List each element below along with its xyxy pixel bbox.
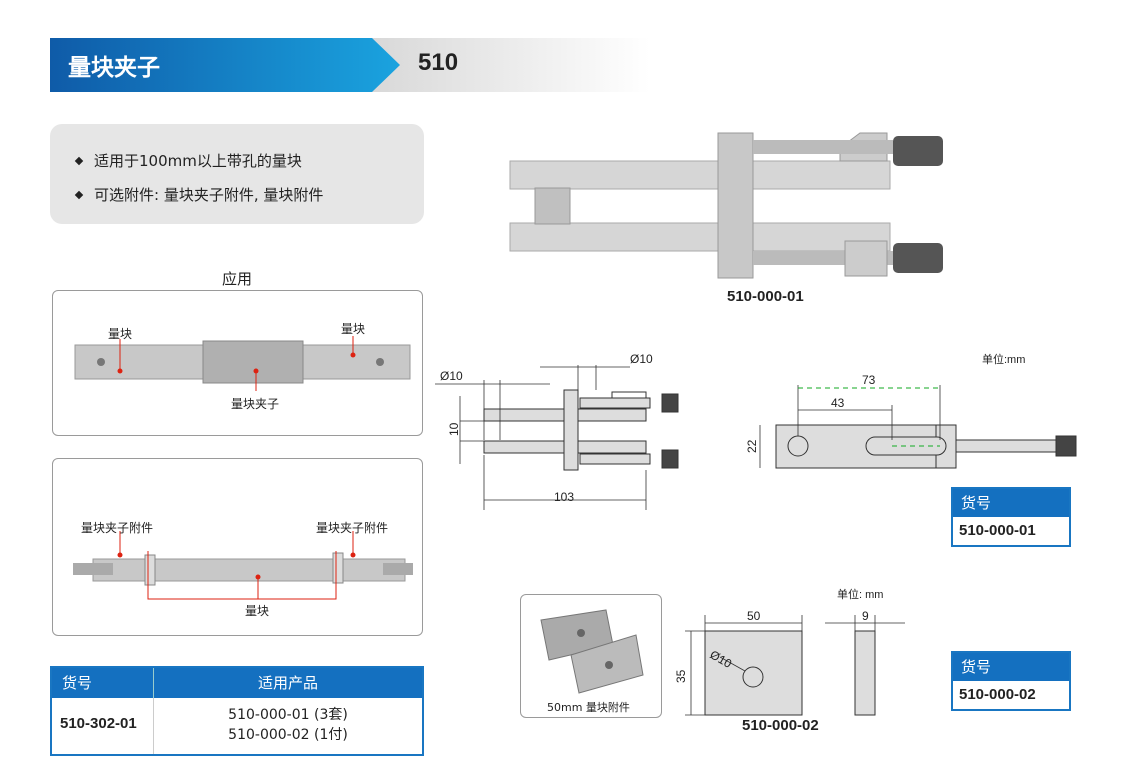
- feature-item: 可选附件: 量块夹子附件, 量块附件: [74, 178, 424, 212]
- dim-width: 50: [747, 609, 761, 623]
- product-caption: 510-000-02: [742, 717, 819, 734]
- dim-73: 73: [862, 373, 876, 387]
- product-510-000-01-drawing: Ø10 Ø10 10 103 73 43 22 单位:mm: [435, 352, 1077, 510]
- label-clamp-accessory: 量块夹子附件: [81, 521, 154, 535]
- application-title: 应用: [222, 270, 253, 288]
- label-gauge-block: 量块: [108, 327, 133, 341]
- accessory-table: 货号 适用产品 510-302-01 510-000-01 (3套) 510-0…: [50, 666, 424, 756]
- label-clamp: 量块夹子: [231, 397, 280, 411]
- dim-height: 35: [674, 669, 688, 683]
- col-header-products: 适用产品: [257, 674, 318, 692]
- gauge-block-clamp-photo: [74, 336, 411, 391]
- code-header: 货号: [953, 653, 1069, 681]
- feature-item: 适用于100mm以上带孔的量块: [74, 144, 424, 178]
- application-photo-1: 量块 量块 量块夹子: [52, 290, 423, 436]
- cell-product: 510-000-01 (3套): [228, 707, 348, 723]
- product-510-000-01-photo: [509, 132, 943, 279]
- features-box: 适用于100mm以上带孔的量块 可选附件: 量块夹子附件, 量块附件: [50, 124, 424, 224]
- dim-thickness: 9: [862, 609, 869, 623]
- dim-gap: 10: [447, 422, 461, 436]
- table-row: 510-302-01 510-000-01 (3套) 510-000-02 (1…: [52, 698, 422, 754]
- cell-product: 510-000-02 (1付): [228, 727, 348, 743]
- header-banner: [50, 38, 650, 92]
- product-code-table-1: 货号 510-000-01: [951, 487, 1071, 547]
- product-code-table-2: 货号 510-000-02: [951, 651, 1071, 711]
- accessory-photo-panel: 50mm 量块附件: [520, 594, 662, 718]
- application-photo-2: 量块夹子附件 量块夹子附件 量块: [52, 458, 423, 636]
- label-gauge-block: 量块: [245, 604, 270, 618]
- unit-label: 单位: mm: [837, 587, 883, 601]
- col-header-code: 货号: [52, 668, 154, 698]
- dim-22: 22: [745, 439, 759, 453]
- product-series-code: 510: [418, 49, 459, 76]
- code-header: 货号: [953, 489, 1069, 517]
- dim-43: 43: [831, 396, 845, 410]
- dim-length: 103: [554, 490, 574, 504]
- page-title: 量块夹子: [68, 55, 160, 81]
- photo-caption: 50mm 量块附件: [547, 701, 630, 714]
- product-code: 510-000-02: [959, 686, 1036, 703]
- label-clamp-accessory: 量块夹子附件: [316, 521, 389, 535]
- product-caption: 510-000-01: [727, 288, 804, 305]
- clamp-accessory-photo: [73, 531, 413, 600]
- dim-dia-screw: Ø10: [630, 352, 653, 366]
- label-gauge-block: 量块: [341, 322, 366, 336]
- unit-label: 单位:mm: [982, 352, 1025, 366]
- product-code: 510-000-01: [959, 522, 1036, 539]
- gauge-block-accessory-photo: [540, 609, 644, 694]
- dim-dia-hole: Ø10: [440, 369, 463, 383]
- product-510-000-02-drawing: 50 35 9 Ø10 单位: mm: [674, 587, 905, 716]
- cell-code: 510-302-01: [52, 698, 154, 754]
